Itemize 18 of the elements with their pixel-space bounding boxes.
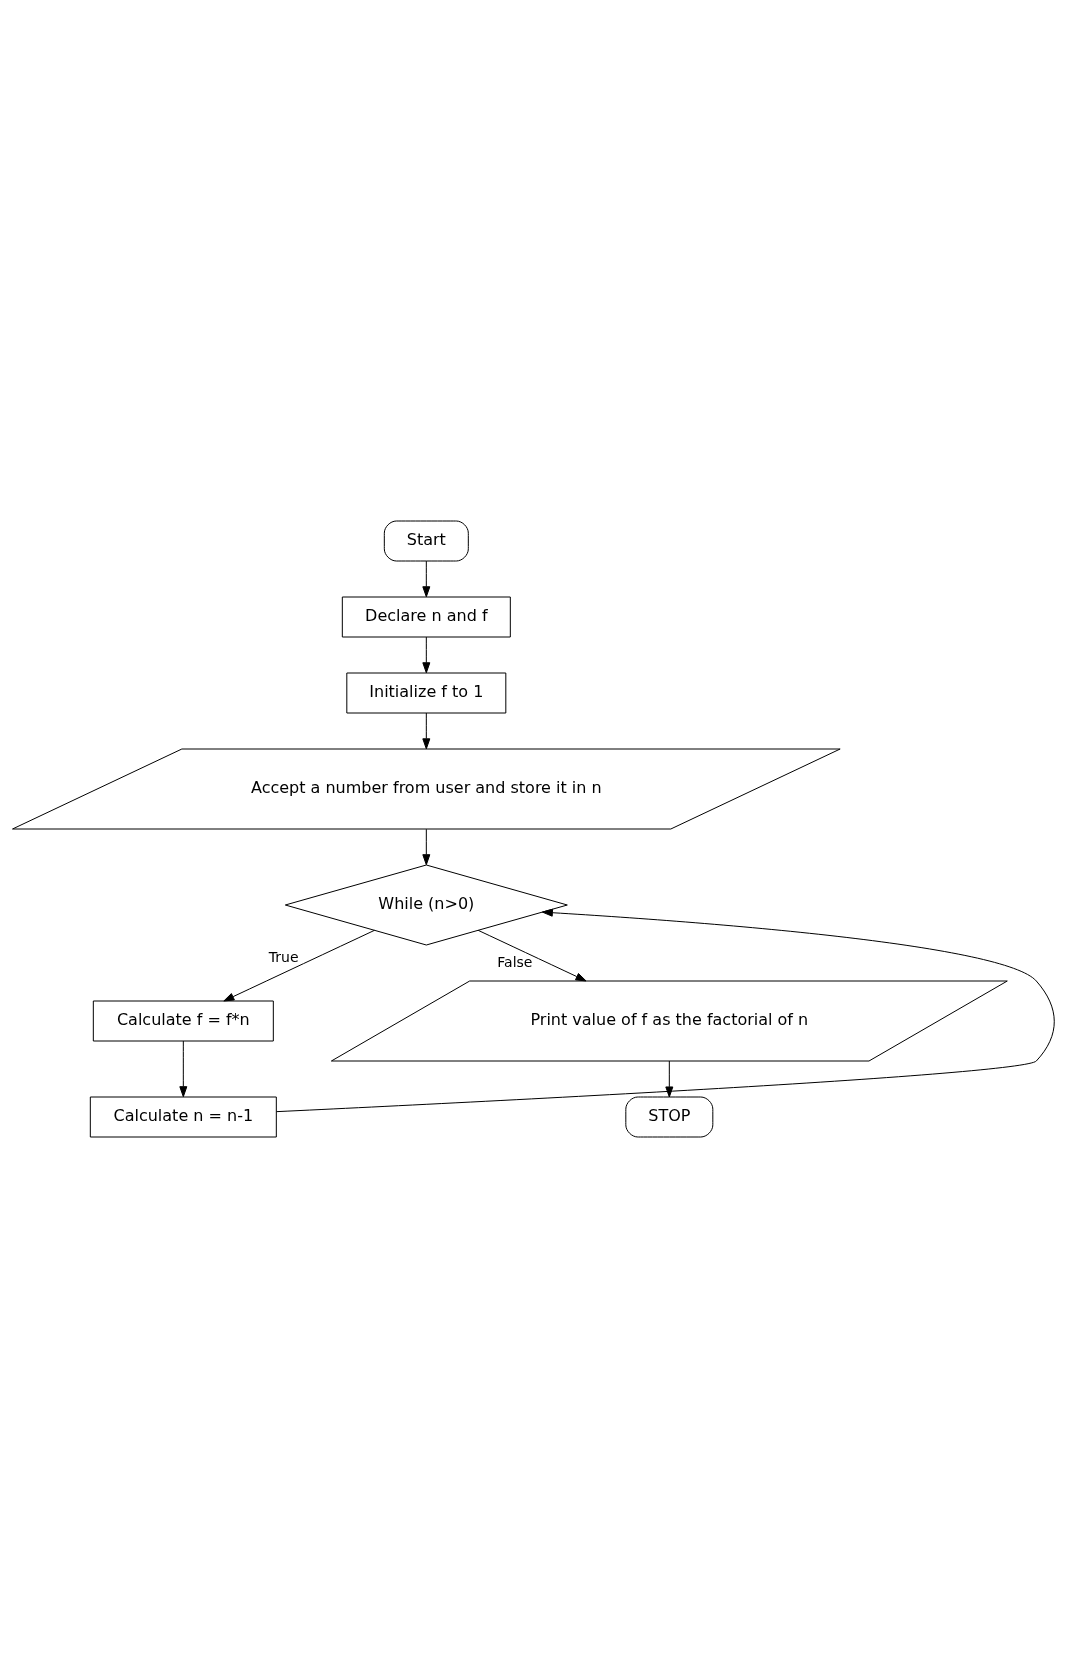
edge-label: False: [497, 953, 533, 970]
arrow: [223, 929, 375, 1002]
arrow: [179, 1040, 188, 1098]
arrow: [477, 929, 587, 982]
edge-label: True: [268, 948, 299, 965]
node-box: STOP: [625, 1096, 714, 1138]
arrow: [276, 908, 1055, 1113]
arrow: [422, 828, 431, 866]
node-box: Initialize f to 1: [346, 672, 507, 714]
arrow: [422, 636, 431, 674]
arrow: [422, 560, 431, 598]
node-diamond: While (n>0): [284, 864, 568, 946]
node-box: Calculate n = n-1: [89, 1096, 277, 1138]
arrow: [422, 712, 431, 750]
node-box: Start: [383, 520, 469, 562]
node-box: Calculate f = f*n: [92, 1000, 274, 1042]
node-box: Declare n and f: [341, 596, 511, 638]
arrow: [665, 1060, 674, 1098]
